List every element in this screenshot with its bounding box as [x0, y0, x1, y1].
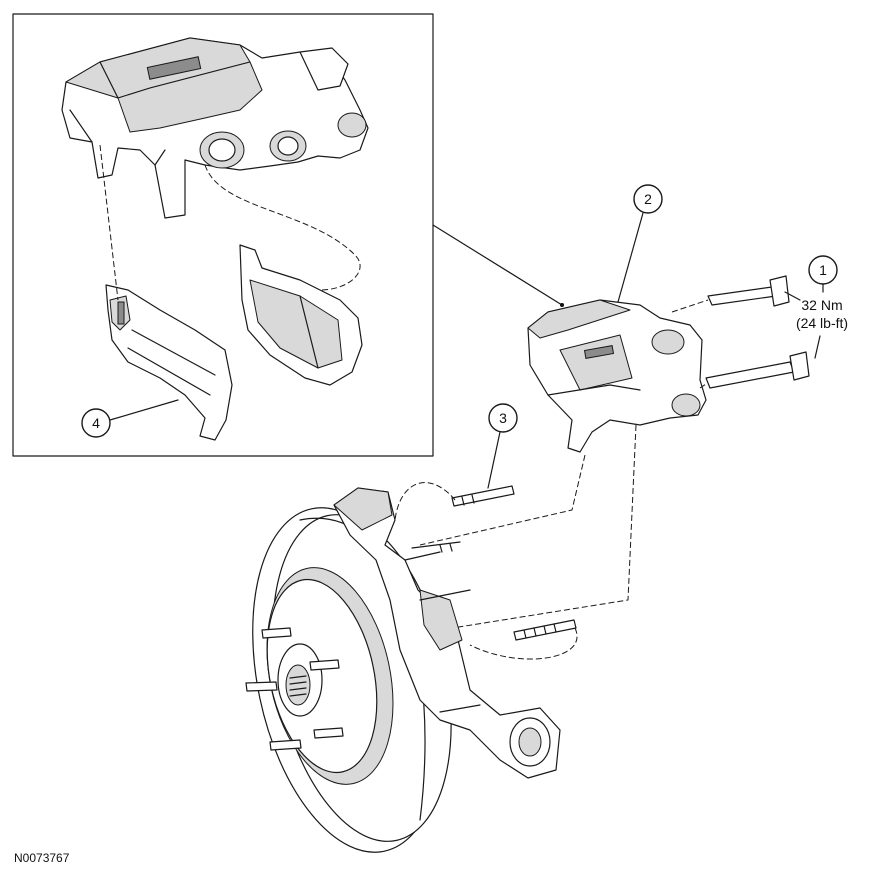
- inset-leader-2: [204, 164, 361, 291]
- installed-caliper: [527, 299, 707, 453]
- callout-1: 1 32 Nm (24 lb-ft): [784, 255, 848, 359]
- torque-lbft: (24 lb-ft): [796, 315, 848, 331]
- figure-id: N0073767: [14, 851, 70, 865]
- inset-inner-brake-pad: [105, 284, 233, 441]
- inset-outer-brake-pad: [239, 244, 363, 386]
- torque-nm: 32 Nm: [801, 297, 842, 313]
- wheel-studs: [245, 627, 344, 751]
- inset-caliper-housing: [61, 37, 369, 219]
- callout-2: 2: [617, 184, 663, 303]
- leader-dot: [560, 303, 564, 307]
- inset-to-caliper-leader: [432, 224, 563, 306]
- callout-3: 3: [487, 403, 518, 489]
- detail-inset-frame: [12, 13, 434, 457]
- callout-2-number: 2: [644, 191, 652, 207]
- pin-leader-2: [469, 627, 578, 660]
- steering-knuckle: [333, 487, 561, 779]
- callout-4: 4: [81, 399, 179, 438]
- callout-1-number: 1: [819, 262, 827, 278]
- wheel-hub: [245, 627, 344, 751]
- caliper-to-knuckle-leader-2: [439, 424, 637, 631]
- caliper-to-knuckle-leader-1: [419, 454, 586, 546]
- callout-3-number: 3: [499, 410, 507, 426]
- callout-4-number: 4: [92, 415, 100, 431]
- inset-leader-1: [99, 144, 119, 301]
- caliper-bolts: [671, 275, 810, 389]
- slide-pins: [451, 485, 577, 641]
- pin-leader-1: [394, 482, 456, 521]
